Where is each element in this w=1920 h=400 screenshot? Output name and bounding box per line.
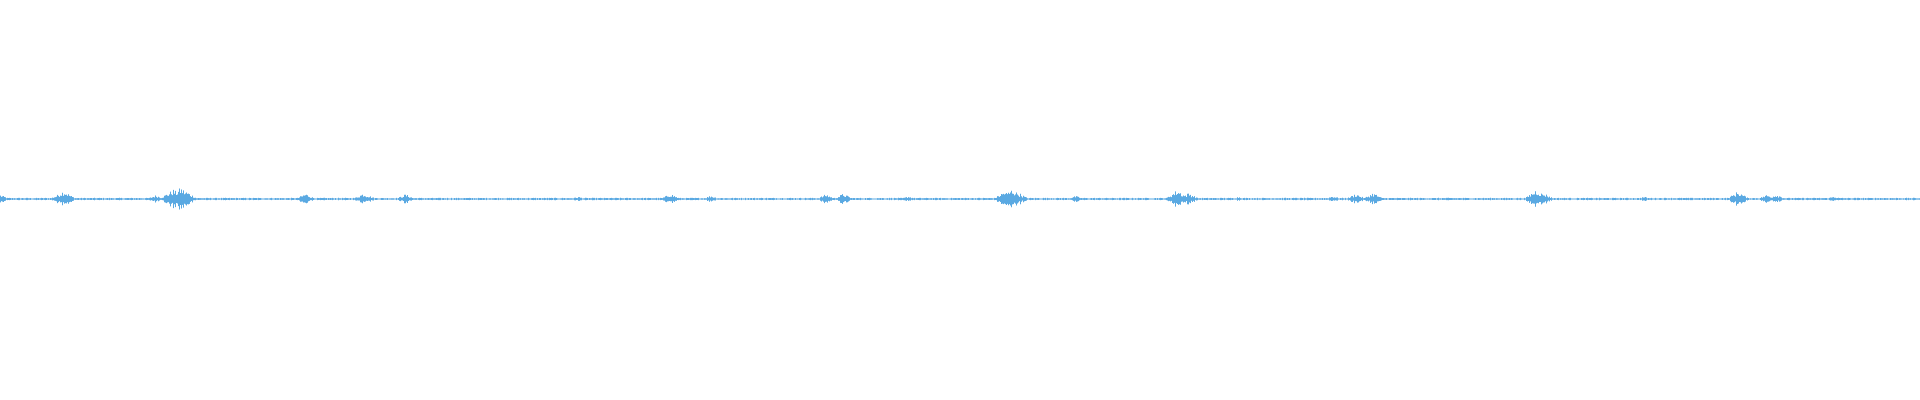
waveform-bars bbox=[0, 188, 1920, 210]
